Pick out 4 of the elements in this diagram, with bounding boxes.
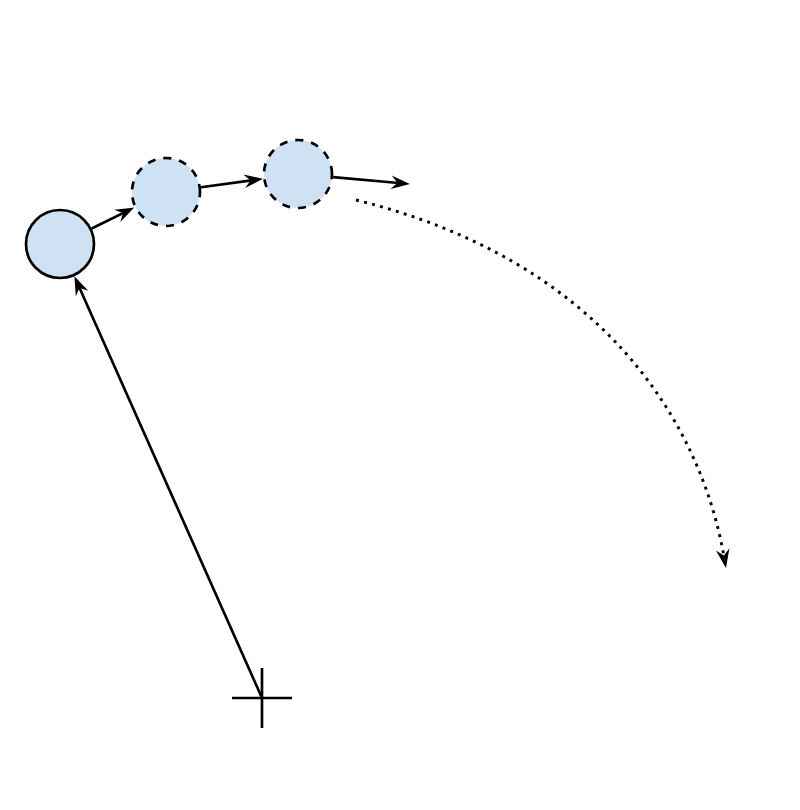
- circle: [262, 138, 334, 210]
- circle: [130, 156, 202, 228]
- circle: [24, 208, 96, 280]
- cross-mark: [232, 668, 292, 728]
